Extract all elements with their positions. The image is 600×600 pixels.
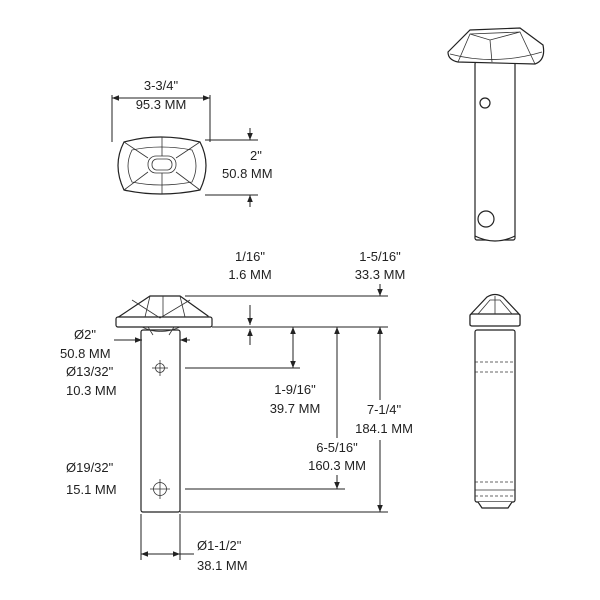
isometric-view: [447, 27, 545, 242]
head-height-mm-label: 33.3 MM: [355, 267, 406, 282]
shaft-diameter-in-label: Ø1-1/2": [197, 538, 242, 553]
top-height-dimension: 2" 50.8 MM: [205, 128, 273, 207]
shaft-diameter-dimension: Ø1-1/2" 38.1 MM: [140, 514, 248, 573]
collar-diameter-mm-label: 50.8 MM: [60, 346, 111, 361]
small-hole-position-in-label: 1-9/16": [274, 382, 316, 397]
large-hole-position-dimension: 6-5/16" 160.3 MM: [185, 327, 366, 490]
small-hole-position-mm-label: 39.7 MM: [270, 401, 321, 416]
overall-length-dimension: 7-1/4" 184.1 MM: [180, 327, 413, 513]
small-hole-dia-in-label: Ø13/32": [66, 364, 114, 379]
large-hole-position-mm-label: 160.3 MM: [308, 458, 366, 473]
top-width-mm-label: 95.3 MM: [136, 97, 187, 112]
small-hole-diameter-dimension: Ø13/32" 10.3 MM: [66, 364, 117, 398]
head-thickness-in-label: 1/16": [235, 249, 265, 264]
overall-length-in-label: 7-1/4": [367, 402, 402, 417]
large-hole-dia-in-label: Ø19/32": [66, 460, 114, 475]
top-height-in-label: 2": [250, 148, 262, 163]
top-width-dimension: 3-3/4" 95.3 MM: [111, 78, 211, 142]
top-width-in-label: 3-3/4": [144, 78, 179, 93]
large-hole-position-in-label: 6-5/16": [316, 440, 358, 455]
top-height-mm-label: 50.8 MM: [222, 166, 273, 181]
front-view: [115, 295, 213, 513]
side-view: [469, 293, 521, 509]
collar-diameter-in-label: Ø2": [74, 327, 96, 342]
head-height-dimension: 1-5/16" 33.3 MM: [185, 249, 405, 340]
head-thickness-dimension: 1/16" 1.6 MM: [212, 249, 272, 345]
small-hole-position-dimension: 1-9/16" 39.7 MM: [185, 327, 320, 416]
small-hole-dia-mm-label: 10.3 MM: [66, 383, 117, 398]
large-hole-diameter-dimension: Ø19/32" 15.1 MM: [66, 460, 117, 497]
top-view: [117, 136, 207, 195]
head-thickness-mm-label: 1.6 MM: [228, 267, 271, 282]
overall-length-mm-label: 184.1 MM: [355, 421, 413, 436]
collar-diameter-dimension: Ø2" 50.8 MM: [60, 327, 190, 361]
head-height-in-label: 1-5/16": [359, 249, 401, 264]
shaft-diameter-mm-label: 38.1 MM: [197, 558, 248, 573]
large-hole-dia-mm-label: 15.1 MM: [66, 482, 117, 497]
